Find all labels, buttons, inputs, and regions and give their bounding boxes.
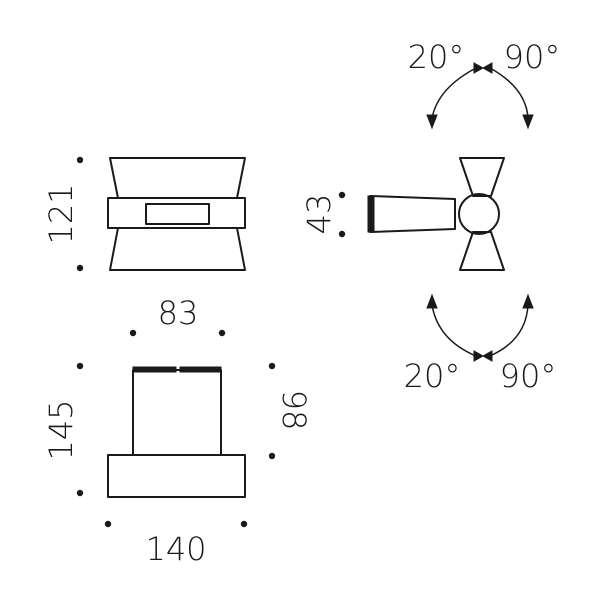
front-right-bottom-marker-dot — [268, 452, 276, 460]
angle-top-left-label: 20° — [408, 38, 465, 76]
dim-43-label: 43 — [300, 194, 338, 235]
dim-98-label: 98 — [275, 390, 313, 431]
arm-top-marker-dot — [338, 191, 346, 199]
arrowhead-top-right — [522, 114, 534, 130]
side-view-center-panel — [145, 203, 210, 225]
top-view-lower-wing — [459, 231, 505, 271]
front-bottom-right-marker-dot — [240, 520, 248, 528]
rotation-arc-bottom-left — [431, 304, 477, 357]
pivot-marker-top-left — [473, 62, 485, 74]
front-top-left-marker-dot — [129, 329, 137, 337]
side-view: 121 — [42, 156, 246, 272]
pivot-marker-bottom-right — [481, 350, 493, 362]
dim-121-label: 121 — [42, 183, 80, 244]
front-left-bottom-marker-dot — [76, 489, 84, 497]
front-view-top-lip-right — [179, 366, 222, 373]
angle-bottom-right-label: 90° — [500, 357, 557, 395]
front-right-top-marker-dot — [268, 362, 276, 370]
side-view-lower-body — [109, 227, 246, 271]
top-view-pivot-hub — [458, 193, 500, 235]
front-view-base-block — [107, 454, 246, 498]
front-view: 83 145 98 140 — [42, 294, 313, 568]
rotation-arc-top-left — [431, 67, 477, 119]
dim-83-label: 83 — [158, 294, 199, 332]
angle-bottom-left-label: 20° — [404, 357, 461, 395]
arm-bottom-marker-dot — [338, 230, 346, 238]
rotation-arc-bottom-right — [489, 304, 529, 357]
arrowhead-bottom-left — [426, 293, 438, 309]
front-bottom-left-marker-dot — [104, 520, 112, 528]
top-view-arm — [369, 195, 456, 233]
front-left-top-marker-dot — [76, 362, 84, 370]
front-view-top-lip-left — [132, 366, 177, 373]
dim-140-label: 140 — [145, 530, 206, 568]
arrowhead-top-left — [426, 114, 438, 130]
dim-145-label: 145 — [42, 399, 80, 460]
side-view-top-marker-dot — [76, 156, 84, 164]
front-view-upper-block — [132, 369, 222, 456]
top-view-arm-endcap — [367, 195, 375, 233]
side-view-bottom-marker-dot — [76, 264, 84, 272]
angle-top-right-label: 90° — [504, 38, 561, 76]
arrowhead-bottom-right — [522, 293, 534, 309]
rotation-arc-top-right — [489, 67, 529, 119]
front-top-right-marker-dot — [218, 329, 226, 337]
top-view: 20° 90° 43 20° 90° — [300, 38, 560, 395]
side-view-upper-body — [109, 157, 246, 199]
pivot-marker-top-right — [481, 62, 493, 74]
pivot-marker-bottom-left — [473, 350, 485, 362]
top-view-upper-wing — [459, 157, 505, 197]
